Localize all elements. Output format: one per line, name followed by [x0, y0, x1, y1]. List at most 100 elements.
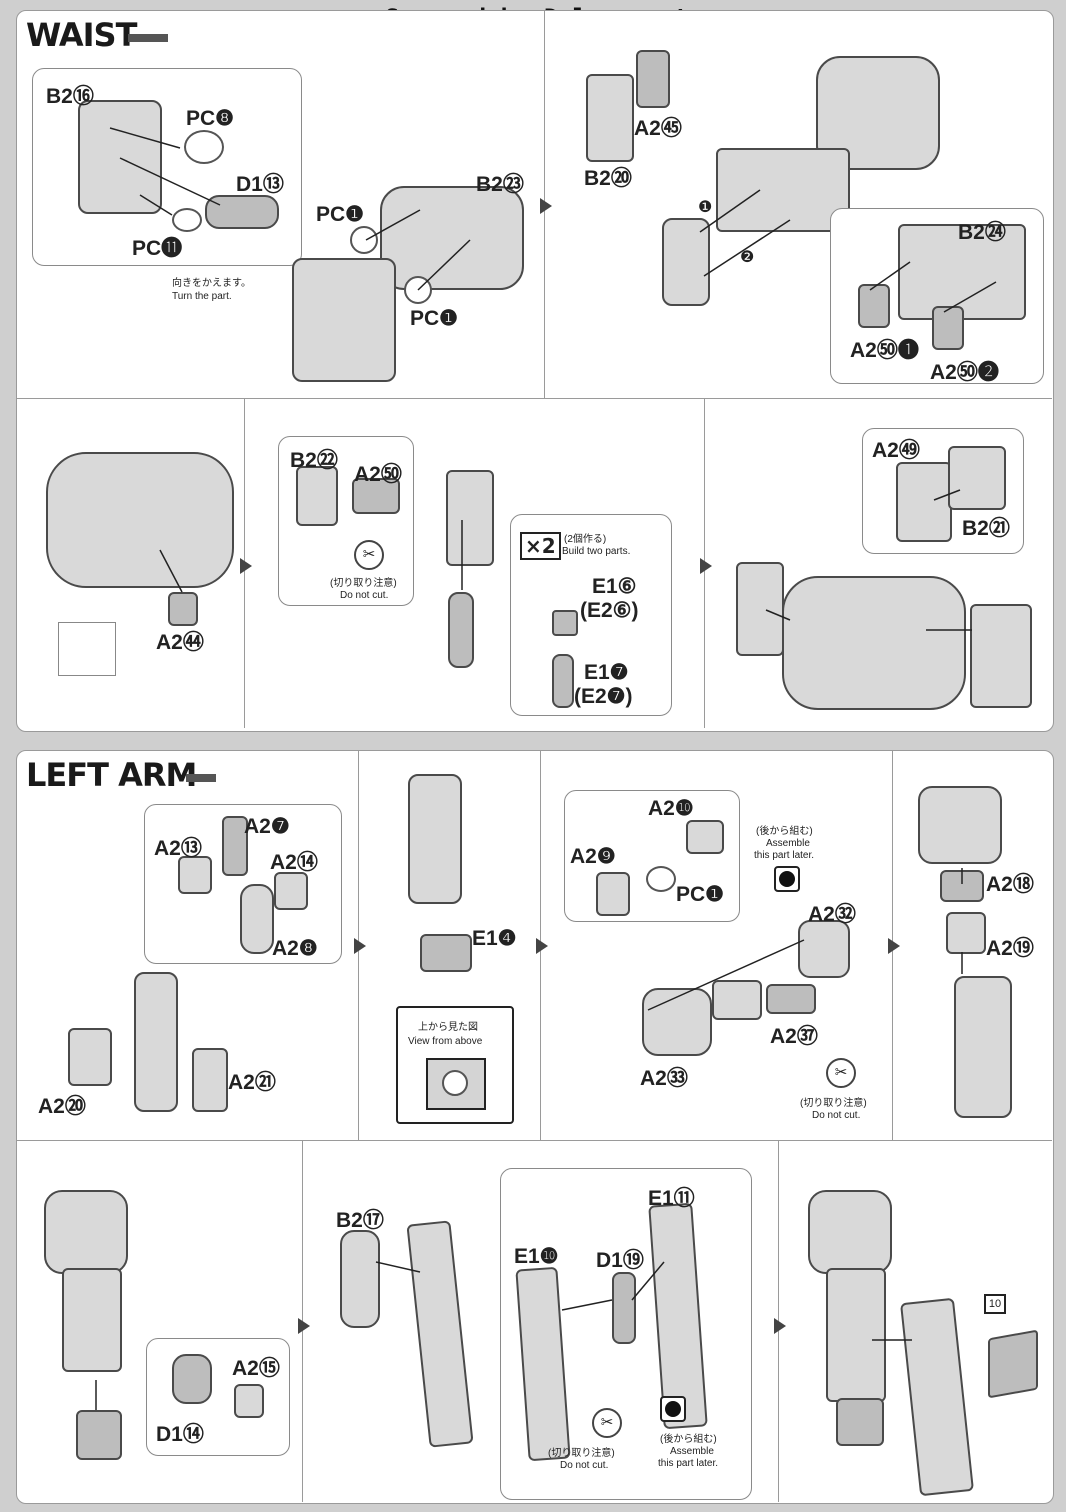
label: A2⑬: [154, 837, 202, 860]
step-arrow: [240, 558, 252, 574]
label: E1❹: [472, 927, 517, 950]
arm-lower-block: [954, 976, 1012, 1118]
step-arrow: [700, 558, 712, 574]
step-arrow: [354, 938, 366, 954]
waist-skirt-part: [662, 218, 710, 306]
label: A2㊿: [354, 463, 402, 486]
part-a2-9: [596, 872, 630, 916]
part-a2-19: [946, 912, 986, 954]
arm-final-body: [826, 1268, 886, 1402]
waist-step4-sub-callout: [510, 514, 672, 716]
label: A2㊾: [872, 439, 920, 462]
assemble-later-icon: [774, 866, 800, 892]
label: A2㉑: [228, 1071, 276, 1094]
label: E1❼: [584, 661, 629, 684]
part-b2-23: [380, 186, 524, 290]
shoulder-block: [918, 786, 1002, 864]
label: B2㉑: [962, 517, 1010, 540]
step-arrow: [540, 198, 552, 214]
waist-title: WAIST: [26, 16, 137, 54]
later-jp: (後から組む): [756, 826, 813, 837]
label: A2㊿❶: [850, 339, 919, 362]
label: B2㉔: [958, 221, 1006, 244]
label: A2㊲: [770, 1025, 818, 1048]
part-a2-13: [178, 856, 212, 894]
part-b2-21: [948, 446, 1006, 510]
build-two-badge: ×2: [520, 532, 561, 560]
sticker-part: [988, 1329, 1038, 1399]
part-b2-17: [340, 1230, 380, 1328]
label: PC❶: [316, 203, 364, 226]
assemble-later-icon: [660, 1396, 686, 1422]
waist-right-armor: [970, 604, 1032, 708]
label: D1⑭: [156, 1423, 204, 1446]
no-cut-jp: (切り取り注意): [800, 1098, 867, 1109]
no-cut-jp: (切り取り注意): [548, 1448, 615, 1459]
label: PC❽: [186, 107, 234, 130]
part-a2-52: [932, 306, 964, 350]
part-d1-14: [172, 1354, 212, 1404]
label: PC❶: [676, 883, 724, 906]
build-en: Build two parts.: [562, 546, 631, 557]
label: (E2⑥): [580, 599, 639, 622]
part-a2-21: [192, 1048, 228, 1112]
part-a2-8: [240, 884, 274, 954]
order-1: ❶: [698, 199, 713, 216]
no-cut-en: Do not cut.: [560, 1460, 609, 1471]
label: A2❿: [648, 797, 694, 820]
part-a2-33: [642, 988, 712, 1056]
arm-frame: [134, 972, 178, 1112]
label: A2㊿❷: [930, 361, 999, 384]
detail-view: [58, 622, 116, 676]
top-view-hole: [442, 1070, 468, 1096]
label: A2㊹: [156, 631, 204, 654]
no-cut-icon: ✂: [592, 1408, 622, 1438]
label: A2⑲: [986, 937, 1034, 960]
label: E1⑥: [592, 575, 637, 598]
upper-arm: [408, 774, 462, 904]
label: D1⑲: [596, 1249, 644, 1272]
part-a2-32: [798, 920, 850, 978]
left-arm-title-flag: [186, 774, 216, 782]
waist-base-part: [292, 258, 396, 382]
part-e1-7: [552, 654, 574, 708]
shoulder-joint: [712, 980, 762, 1020]
waist-final-assembly: [782, 576, 966, 710]
label: B2㉓: [476, 173, 524, 196]
part-a2-44: [168, 592, 198, 626]
part-b2-22: [296, 466, 338, 526]
part-e1-4: [420, 934, 472, 972]
no-cut-en: Do not cut.: [812, 1110, 861, 1121]
part-pc-1: [350, 226, 378, 254]
order-2: ❷: [740, 249, 755, 266]
waist-assembly: [46, 452, 234, 588]
step-arrow: [888, 938, 900, 954]
step-arrow: [774, 1318, 786, 1334]
arm-midsection: [62, 1268, 122, 1372]
label: B2㉒: [290, 449, 338, 472]
label: A2❽: [272, 937, 318, 960]
label: A2⑱: [986, 873, 1034, 896]
part-a2-37: [766, 984, 816, 1014]
step-arrow: [536, 938, 548, 954]
label: A2⑳: [38, 1095, 86, 1118]
part-pc-1: [646, 866, 676, 892]
part-a2-7: [222, 816, 248, 876]
part-pc-8: [184, 130, 224, 164]
no-cut-icon: ✂: [354, 540, 384, 570]
waist-left-armor: [736, 562, 784, 656]
waist-rod-part: [448, 592, 474, 668]
label: A2⑭: [270, 851, 318, 874]
arm-step5-callout: [146, 1338, 290, 1456]
view-jp: 上から見た図: [418, 1022, 478, 1033]
part-a2-51: [858, 284, 890, 328]
arm-final-hand: [836, 1398, 884, 1446]
label: A2㉜: [808, 903, 856, 926]
label: B2⑳: [584, 167, 632, 190]
sticker-number: 10: [984, 1294, 1006, 1314]
no-cut-icon: ✂: [826, 1058, 856, 1088]
label: PC⓫: [132, 237, 183, 260]
label: PC❶: [410, 307, 458, 330]
arm-step3-callout: [564, 790, 740, 922]
no-cut-jp: (切り取り注意): [330, 578, 397, 589]
